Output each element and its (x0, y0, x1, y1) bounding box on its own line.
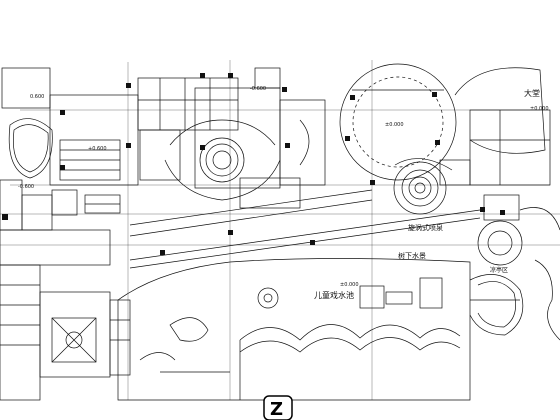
label-tree-pool: 树下水景 (398, 251, 426, 260)
plan-linework (0, 60, 560, 401)
label-kids-pool: 儿童戏水池 (314, 290, 354, 300)
label-spiral-fountain: 旋涡式喷泉 (408, 223, 443, 232)
left-building (0, 67, 239, 231)
walkway (129, 189, 481, 269)
label-level-2: ±0.000 (385, 122, 404, 128)
label-level-4: +0.600 (88, 146, 107, 152)
lower-left-block (0, 229, 131, 401)
spiral-fountain (393, 158, 453, 215)
central-lobby (164, 67, 326, 209)
right-building (439, 109, 551, 186)
label-level-1: ±0.000 (340, 282, 359, 288)
lower-plaza (117, 258, 471, 401)
label-gazebo: 凉亭区 (490, 266, 508, 274)
label-lobby: 大堂 (524, 88, 540, 98)
plan-labels: 大堂 旋涡式喷泉 树下水景 儿童戏水池 ±0.000 ±0.000 ±0.000… (18, 86, 549, 300)
watermark-letter: Z (270, 399, 283, 420)
label-level-3: ±0.000 (530, 106, 549, 112)
label-level-6: -0.600 (18, 184, 34, 190)
column-markers (2, 73, 505, 255)
label-level-7: 0.600 (30, 94, 44, 100)
label-level-5: -0.600 (250, 86, 266, 92)
watermark-logo: Z (263, 395, 293, 420)
right-pavilion (469, 194, 560, 341)
round-lawn (339, 63, 546, 181)
